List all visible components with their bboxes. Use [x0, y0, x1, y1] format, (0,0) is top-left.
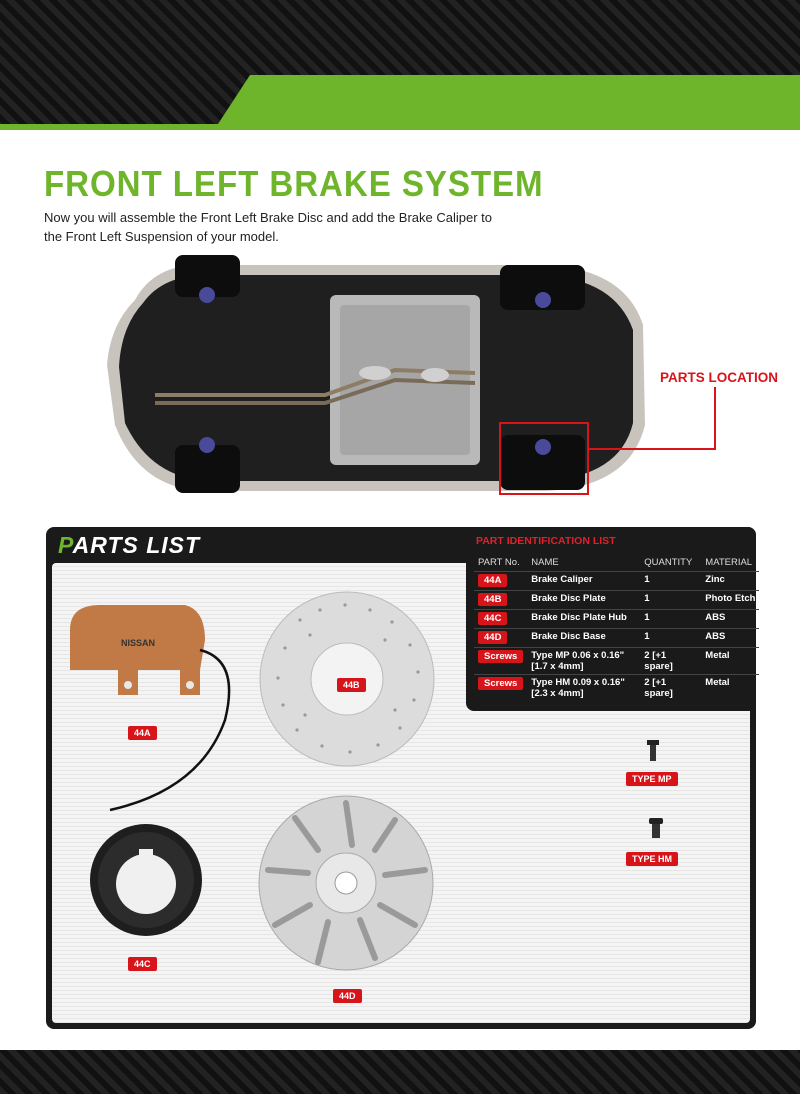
- footer-carbon-band: [0, 1050, 800, 1094]
- part-material: Zinc: [701, 571, 760, 591]
- part-quantity: 2 [+1 spare]: [640, 647, 702, 675]
- part-no-tag: Screws: [478, 677, 524, 690]
- header-name: NAME: [531, 556, 559, 568]
- part-name: Type MP 0.06 x 0.16"[1.7 x 4mm]: [527, 647, 641, 675]
- table-row: 44D Brake Disc Base 1 ABS: [474, 628, 760, 648]
- caliper-brand-text: NISSAN: [121, 638, 155, 648]
- part-label-44a: 44A: [128, 726, 157, 740]
- part-material: ABS: [701, 609, 760, 629]
- green-header-stripe: [0, 75, 800, 130]
- part-label-44d: 44D: [333, 989, 362, 1003]
- table-row: 44B Brake Disc Plate 1 Photo Etch: [474, 590, 760, 610]
- header-carbon-band: [0, 0, 800, 130]
- screw-type-hm-image: [649, 818, 663, 838]
- intro-line-1: Now you will assemble the Front Left Bra…: [44, 210, 492, 225]
- intro-line-2: the Front Left Suspension of your model.: [44, 229, 279, 244]
- header-quantity: QUANTITY: [644, 556, 693, 568]
- part-name: Brake Disc Base: [527, 628, 641, 648]
- screw-type-mp-image: [647, 740, 659, 761]
- table-row: 44A Brake Caliper 1 Zinc: [474, 571, 760, 591]
- brake-disc-base-image: [258, 795, 434, 971]
- id-list-title: PART IDENTIFICATION LIST: [476, 535, 616, 547]
- part-no-tag: 44C: [478, 612, 508, 625]
- part-material: Metal: [701, 647, 760, 675]
- parts-location-label: PARTS LOCATION: [660, 370, 778, 385]
- part-quantity: 1: [640, 571, 702, 591]
- part-quantity: 1: [640, 609, 702, 629]
- part-label-type-mp: TYPE MP: [626, 772, 678, 786]
- part-label-type-hm: TYPE HM: [626, 852, 679, 866]
- part-quantity: 1: [640, 590, 702, 610]
- header-part-no: PART No.: [478, 556, 520, 568]
- brake-disc-plate-hub-image: [90, 824, 202, 936]
- part-quantity: 1: [640, 628, 702, 648]
- part-name-line1: Type HM 0.09 x 0.16": [531, 677, 625, 688]
- table-row: 44C Brake Disc Plate Hub 1 ABS: [474, 609, 760, 629]
- intro-text: Now you will assemble the Front Left Bra…: [44, 208, 524, 246]
- part-no-tag: 44A: [478, 574, 508, 587]
- part-identification-table: PART No. NAME QUANTITY MATERIAL 44A Brak…: [474, 553, 760, 701]
- part-name-line1: Type MP 0.06 x 0.16": [531, 650, 625, 661]
- header-material: MATERIAL: [705, 556, 753, 568]
- part-no-tag: 44D: [478, 631, 508, 644]
- table-header-row: PART No. NAME QUANTITY MATERIAL: [474, 553, 759, 572]
- brake-caliper-image: NISSAN: [70, 605, 231, 812]
- part-name: Brake Disc Plate: [527, 590, 641, 610]
- part-material: Metal: [701, 674, 760, 701]
- parts-list-title-first: P: [58, 532, 73, 558]
- part-name: Brake Disc Plate Hub: [527, 609, 641, 629]
- part-name-line2: [2.3 x 4mm]: [531, 688, 584, 699]
- table-row: Screws Type HM 0.09 x 0.16"[2.3 x 4mm] 2…: [474, 674, 760, 701]
- part-no-tag: 44B: [478, 593, 508, 606]
- part-label-44b: 44B: [337, 678, 366, 692]
- part-label-44c: 44C: [128, 957, 157, 971]
- part-material: ABS: [701, 628, 760, 648]
- part-name: Type HM 0.09 x 0.16"[2.3 x 4mm]: [527, 674, 641, 701]
- part-name-line2: [1.7 x 4mm]: [531, 661, 584, 672]
- part-quantity: 2 [+1 spare]: [640, 674, 702, 701]
- table-row: Screws Type MP 0.06 x 0.16"[1.7 x 4mm] 2…: [474, 647, 760, 675]
- parts-list-title: PARTS LIST: [58, 532, 200, 559]
- part-name: Brake Caliper: [527, 571, 641, 591]
- parts-list-title-rest: ARTS LIST: [72, 532, 201, 558]
- part-material: Photo Etch: [701, 590, 760, 610]
- page-title: FRONT LEFT BRAKE SYSTEM: [44, 163, 544, 204]
- part-no-tag: Screws: [478, 650, 524, 663]
